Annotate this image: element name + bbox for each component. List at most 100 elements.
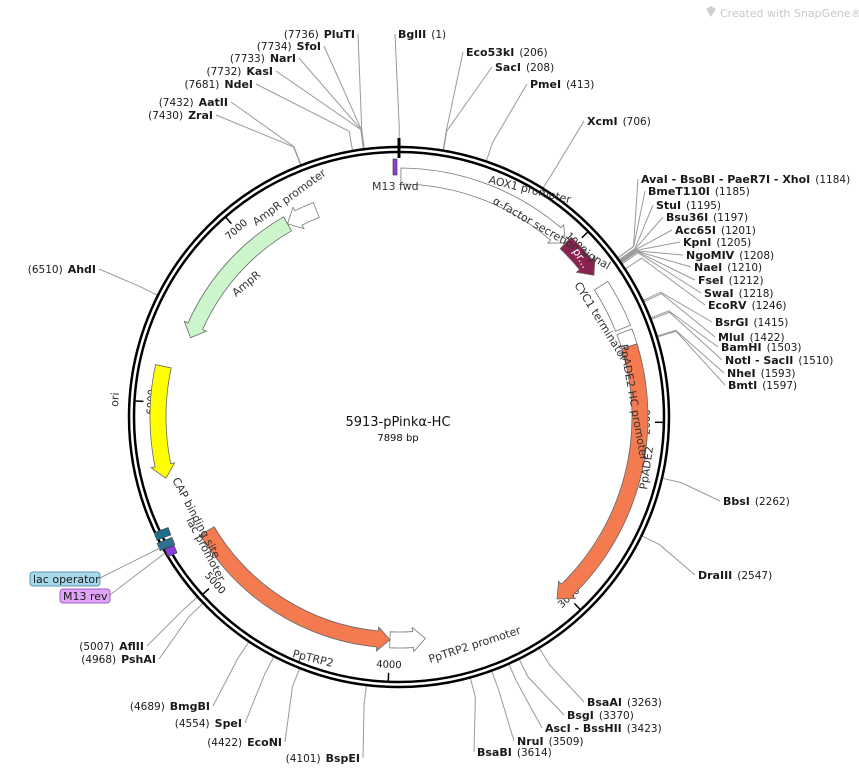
site-leader-line bbox=[491, 671, 515, 742]
site-name: BsrGI bbox=[715, 316, 748, 329]
site-leader-line bbox=[650, 310, 719, 348]
site-position: (206) bbox=[519, 47, 547, 59]
site-swai: SwaI(1218) bbox=[622, 252, 774, 300]
site-label: (4554)SpeI bbox=[175, 717, 242, 730]
site-name: AvaI - BsoBI - PaeR7I - XhoI bbox=[641, 173, 810, 186]
site-leader-line bbox=[657, 329, 725, 374]
site-name: MluI bbox=[718, 331, 745, 344]
site-label: BmeT110I(1185) bbox=[648, 185, 750, 198]
site-label: EcoRV(1246) bbox=[708, 299, 787, 312]
site-name: AflII bbox=[119, 640, 144, 653]
site-label: StuI(1195) bbox=[656, 199, 721, 212]
site-name: BbsI bbox=[723, 495, 750, 508]
feature-ampr-promoter bbox=[287, 201, 320, 230]
site-label: BsgI(3370) bbox=[567, 709, 634, 722]
tick-label: 4000 bbox=[376, 659, 402, 671]
site-position: (1184) bbox=[815, 174, 850, 186]
site-label: BsrGI (1415) bbox=[715, 316, 788, 329]
site-leader-line bbox=[620, 241, 681, 262]
feature-ampr bbox=[183, 216, 293, 339]
site-position: (1415) bbox=[753, 317, 788, 329]
site-name: NheI bbox=[727, 367, 756, 380]
site-econi: (4422)EcoNI bbox=[207, 668, 300, 749]
site-leader-line bbox=[255, 83, 353, 151]
site-name: PmeI bbox=[530, 78, 561, 91]
feature-pptrp2 bbox=[199, 526, 391, 652]
site-label: NheI (1593) bbox=[727, 367, 796, 380]
site-leader-line bbox=[651, 311, 723, 361]
site-name: KasI bbox=[246, 65, 273, 78]
site-name: NotI - SacII bbox=[725, 354, 793, 367]
site-label: (7733)NarI bbox=[230, 52, 296, 65]
site-pluti: (7736)PluTI bbox=[284, 28, 365, 149]
site-name: StuI bbox=[656, 199, 681, 212]
site-leader-line bbox=[357, 33, 365, 149]
site-leader-line bbox=[508, 664, 543, 729]
site-draiii: DraIII(2547) bbox=[642, 535, 772, 582]
plasmid-length: 7898 bp bbox=[377, 433, 418, 444]
site-name: Eco53kI bbox=[466, 46, 514, 59]
site-name: AhdI bbox=[68, 263, 96, 276]
site-position: (1597) bbox=[762, 380, 797, 392]
site-leader-line bbox=[485, 83, 528, 161]
site-label: (7681)NdeI bbox=[184, 78, 253, 91]
site-bsabi: BsaBI (3614) bbox=[469, 678, 552, 759]
site-label: (4101)BspEI bbox=[286, 752, 360, 765]
site-name: BspEI bbox=[326, 752, 360, 765]
site-position: (1210) bbox=[727, 262, 762, 274]
site-leader-line bbox=[519, 659, 565, 716]
cap-binding-site-marker bbox=[153, 527, 172, 541]
site-spei: (4554)SpeI bbox=[175, 656, 274, 730]
site-name: BsgI bbox=[567, 709, 594, 722]
site-label: NaeI (1210) bbox=[694, 261, 762, 274]
site-label: NruI(3509) bbox=[517, 735, 583, 748]
site-name: KpnI bbox=[683, 236, 711, 249]
small-features: M13 fwd CAP binding site lac promoter la… bbox=[29, 158, 419, 604]
site-position: (1503) bbox=[767, 342, 802, 354]
site-label: DraIII(2547) bbox=[698, 569, 772, 582]
site-position: (6510) bbox=[28, 264, 63, 276]
site-label: NotI - SacII(1510) bbox=[725, 354, 833, 367]
site-leader-line bbox=[662, 477, 721, 502]
site-label: (4968)PshAI bbox=[81, 653, 156, 666]
site-label: BsaBI (3614) bbox=[477, 746, 552, 759]
site-bsrgi: BsrGI (1415) bbox=[643, 291, 788, 329]
site-label: XcmI(706) bbox=[587, 115, 651, 128]
site-name: XcmI bbox=[587, 115, 618, 128]
site-leader-line bbox=[298, 57, 365, 149]
site-nrui: NruI(3509) bbox=[491, 671, 583, 748]
site-name: BsaAI bbox=[587, 696, 622, 709]
site-label: BsaAI(3263) bbox=[587, 696, 662, 709]
site-position: (2262) bbox=[755, 496, 790, 508]
site-name: BsaBI bbox=[477, 746, 512, 759]
site-position: (3614) bbox=[517, 747, 552, 759]
site-position: (1) bbox=[431, 29, 446, 41]
site-position: (4689) bbox=[130, 701, 165, 713]
site-position: (1593) bbox=[761, 368, 796, 380]
site-label: (7734)SfoI bbox=[257, 40, 321, 53]
site-ahdi: (6510) AhdI bbox=[28, 263, 158, 296]
site-name: NaeI bbox=[694, 261, 722, 274]
feature-arrow bbox=[287, 201, 320, 230]
tick-label: 7000 bbox=[224, 218, 250, 243]
site-name: ZraI bbox=[188, 109, 213, 122]
site-leader-line bbox=[621, 251, 696, 281]
site-saci: SacI(208) bbox=[443, 61, 554, 150]
site-position: (1218) bbox=[739, 288, 774, 300]
site-leader-line bbox=[642, 535, 696, 576]
site-nhei: NheI (1593) bbox=[657, 329, 796, 380]
backbone-ring bbox=[127, 138, 671, 689]
site-name: PshAI bbox=[121, 653, 156, 666]
site-label: BbsI (2262) bbox=[723, 495, 790, 508]
feature-ppade2 bbox=[556, 343, 649, 600]
site-leader-line bbox=[539, 648, 585, 703]
site-leader-line bbox=[469, 678, 476, 753]
watermark-text: Created with SnapGene® bbox=[720, 7, 859, 20]
site-label: (7732)KasI bbox=[206, 65, 273, 78]
feature-label-factor-secretion-signal: α-factor secretion signal bbox=[491, 194, 613, 272]
site-kpni: KpnI(1205) bbox=[620, 236, 751, 262]
site-leader-line bbox=[323, 45, 365, 149]
feature-arrow bbox=[149, 364, 176, 479]
site-position: (7430) bbox=[148, 110, 183, 122]
